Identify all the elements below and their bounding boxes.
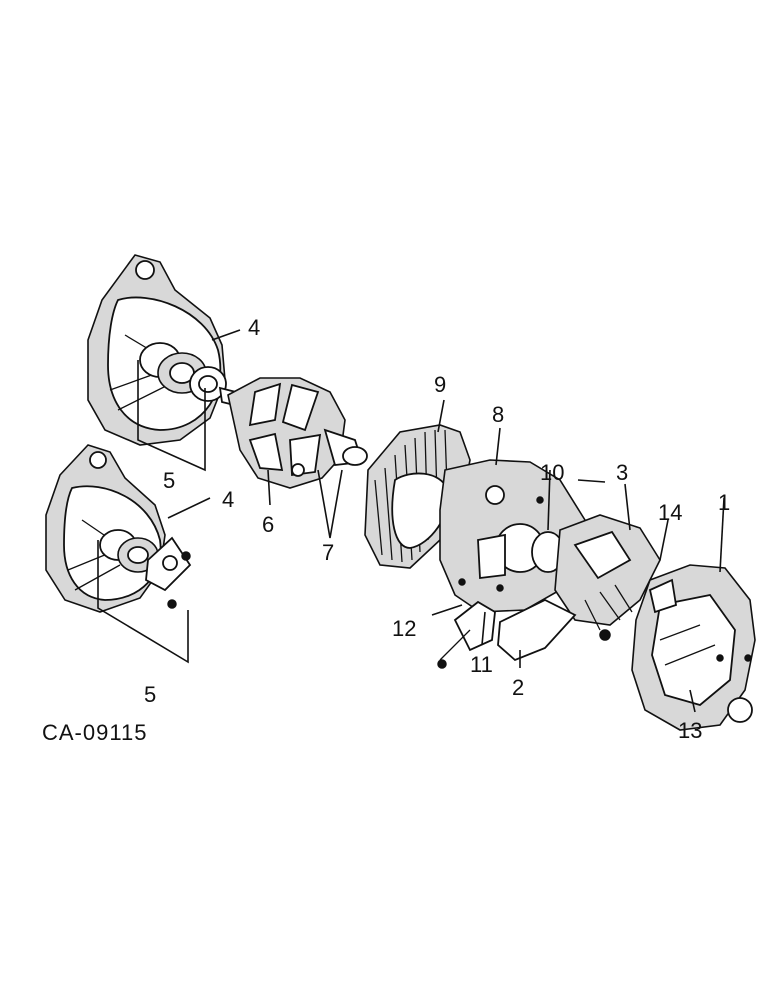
callout-13: 13 (678, 718, 702, 743)
callout-7: 7 (322, 540, 334, 565)
callout-4-upper: 4 (248, 315, 260, 340)
drive-end-housing-lower (45, 444, 192, 613)
callout-1: 1 (718, 490, 730, 515)
regulator (497, 598, 577, 662)
callout-11: 11 (470, 652, 493, 677)
callout-12: 12 (392, 616, 416, 641)
rotor-assembly (227, 377, 368, 489)
callout-3: 3 (616, 460, 628, 485)
rectifier-bridge (554, 514, 661, 641)
callout-labels: 1 2 3 4 4 5 5 6 7 8 9 10 11 12 13 14 (144, 315, 730, 743)
callout-9: 9 (434, 372, 446, 397)
callout-4-lower: 4 (222, 487, 234, 512)
leader-lines (97, 329, 725, 713)
callout-10: 10 (540, 460, 564, 485)
callout-8: 8 (492, 402, 504, 427)
callout-6: 6 (262, 512, 274, 537)
callout-14: 14 (658, 500, 682, 525)
drive-end-housing-upper (87, 254, 257, 446)
callout-5-upper: 5 (163, 468, 175, 493)
callout-5-lower: 5 (144, 682, 156, 707)
callout-2: 2 (512, 675, 524, 700)
drawing-code: CA-09115 (42, 720, 147, 745)
rear-cover (631, 564, 756, 731)
